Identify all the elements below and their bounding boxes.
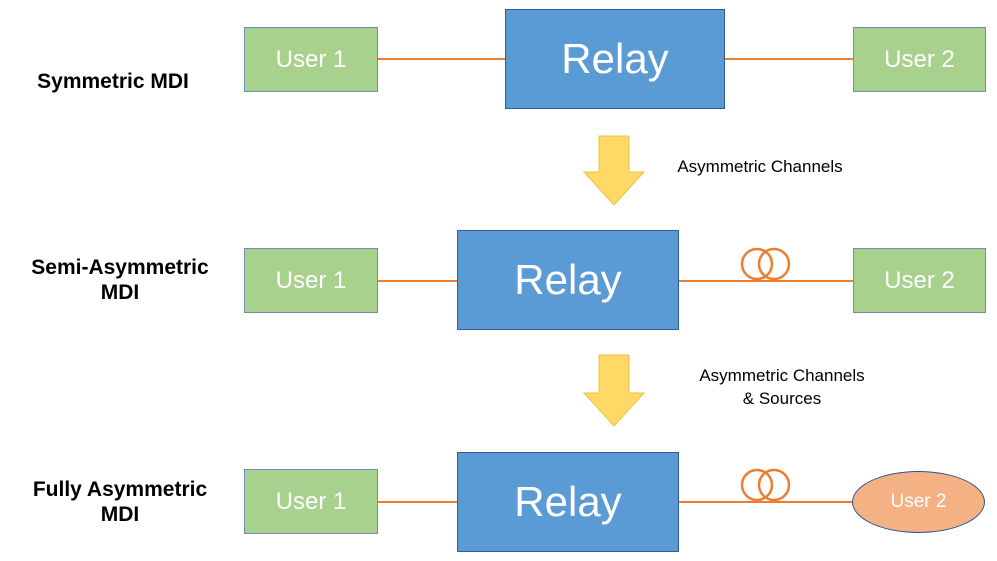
user1-label: User 1 [275, 487, 347, 515]
user2-source-oval-row3: User 2 [852, 471, 985, 533]
transition-label-line1: Asymmetric Channels [699, 366, 865, 385]
user2-label: User 2 [884, 45, 955, 73]
user2-label: User 2 [890, 491, 947, 512]
row-label-line1: Semi-Asymmetric [31, 256, 209, 279]
row-label-symmetric: Symmetric MDI [8, 69, 218, 94]
transition-label-line2: & Sources [742, 389, 822, 408]
row-label-fully-asymmetric: Fully Asymmetric MDI [0, 477, 240, 527]
row-label-text: Symmetric MDI [37, 70, 189, 93]
relay-node-row2: Relay [457, 230, 679, 330]
user2-node-row1: User 2 [853, 27, 986, 92]
row-label-line2: MDI [100, 281, 140, 304]
user1-label: User 1 [275, 45, 347, 73]
user2-label: User 2 [884, 266, 955, 294]
user1-label: User 1 [275, 266, 347, 294]
row-label-line2: MDI [100, 503, 140, 526]
relay-node-row1: Relay [505, 9, 725, 109]
relay-label: Relay [514, 256, 622, 303]
user1-node-row2: User 1 [244, 248, 378, 313]
user2-node-row2: User 2 [853, 248, 986, 313]
relay-label: Relay [514, 478, 622, 525]
down-arrow-icon [582, 135, 646, 206]
row-label-semi-asymmetric: Semi-Asymmetric MDI [0, 255, 240, 305]
relay-node-row3: Relay [457, 452, 679, 552]
row-label-line1: Fully Asymmetric [32, 478, 208, 501]
fiber-spool-icon [740, 468, 791, 502]
relay-label: Relay [561, 35, 669, 82]
user1-node-row3: User 1 [244, 469, 378, 534]
down-arrow-icon [582, 354, 646, 427]
transition-label-text: Asymmetric Channels [677, 157, 843, 176]
transition-label-2: Asymmetric Channels & Sources [672, 364, 892, 410]
fiber-spool-icon [740, 247, 791, 281]
transition-label-1: Asymmetric Channels [660, 155, 860, 178]
user1-node-row1: User 1 [244, 27, 378, 92]
